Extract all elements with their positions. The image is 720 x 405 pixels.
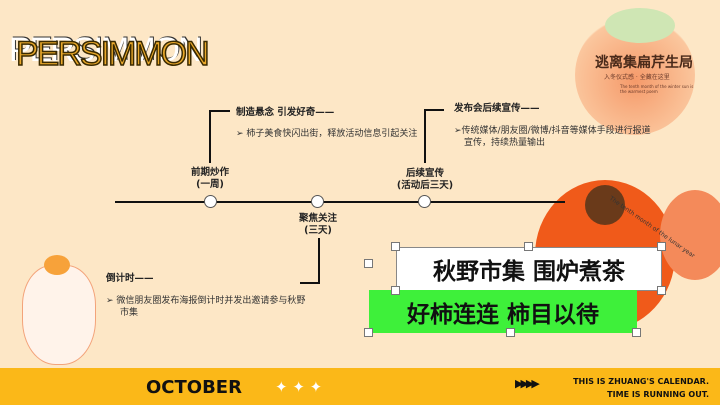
timeline-node-2[interactable] <box>311 195 324 208</box>
footer-month: OCTOBER <box>146 377 242 398</box>
phase-desc-3: ➢传统媒体/朋友圈/微博/抖音等媒体手段进行报道宣传，持续热量输出 <box>454 126 651 148</box>
persimmon-flower-icon <box>585 185 625 225</box>
logo-sub: 入冬仪式感 · 全藏在这里 <box>604 74 670 81</box>
resize-handle[interactable] <box>657 286 666 295</box>
phase-heading-3: 发布会后续宣传—— <box>454 103 540 114</box>
resize-handle[interactable] <box>364 259 373 268</box>
logo-main: 逃离集扁芹生局 <box>595 55 693 71</box>
resize-handle[interactable] <box>364 328 373 337</box>
node-label-2: 聚焦关注(三天) <box>298 213 337 236</box>
phase-heading-1: 制造悬念 引发好奇—— <box>236 107 335 118</box>
persimmon-illustration-small <box>660 190 720 280</box>
logo-en: The tenth month of the winter sun is the… <box>620 84 694 94</box>
page-title: PERSIMMON <box>15 35 210 73</box>
sparkle-icons: ✦ ✦ ✦ <box>275 378 323 396</box>
bracket-2-h <box>300 282 320 284</box>
footer-line-1: THIS IS ZHUANG'S CALENDAR. <box>573 377 709 386</box>
resize-handle[interactable] <box>391 286 400 295</box>
resize-handle[interactable] <box>506 328 515 337</box>
timeline-node-3[interactable] <box>418 195 431 208</box>
bracket-3-h <box>424 109 444 111</box>
footer-line-2: TIME IS RUNNING OUT. <box>607 390 709 399</box>
phase-desc-1: ➢ 柿子美食快闪出街，释放活动信息引起关注 <box>236 129 418 139</box>
orange-icon <box>44 255 70 275</box>
resize-handle[interactable] <box>524 242 533 251</box>
bracket-2 <box>318 238 320 284</box>
slogan-box-2[interactable]: 好柿连连 柿目以待 <box>369 290 637 333</box>
footer-bar <box>0 368 720 405</box>
leaf-icon <box>605 8 675 43</box>
bracket-1-h <box>209 110 230 112</box>
slogan-box-1[interactable]: 秋野市集 围炉煮茶 <box>396 247 662 291</box>
phase-heading-2: 倒计时—— <box>106 273 154 284</box>
arrows-icon: ▶▶▶▶ <box>515 377 540 390</box>
node-label-1: 前期炒作(一周) <box>190 167 229 190</box>
resize-handle[interactable] <box>632 328 641 337</box>
bracket-3 <box>424 109 426 163</box>
phase-desc-2: ➢ 微信朋友圈发布海报倒计时并发出邀请参与秋野市集 <box>106 296 306 318</box>
node-label-3: 后续宣传(活动后三天) <box>396 168 454 191</box>
bracket-1 <box>209 110 211 163</box>
bunny-illustration <box>22 265 96 365</box>
timeline-axis <box>115 201 565 203</box>
resize-handle[interactable] <box>657 242 666 251</box>
timeline-node-1[interactable] <box>204 195 217 208</box>
resize-handle[interactable] <box>391 242 400 251</box>
